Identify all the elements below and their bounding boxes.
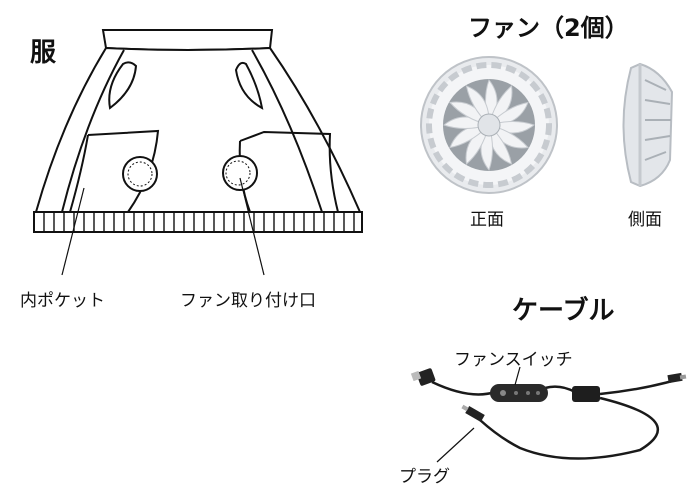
dc-plug [461,404,485,422]
cable-illustration [431,378,677,460]
fan-side-illustration [622,62,674,188]
fan-front-label: 正面 [470,210,504,230]
cable-end-plug [667,372,687,384]
fan-mount-right [222,155,258,191]
cable-title: ケーブル [512,296,615,326]
garment-illustration [33,29,363,233]
fan-title: ファン（2個） [468,14,629,42]
clothing-title: 服 [30,38,57,68]
plug-label: プラグ [399,467,450,487]
fan-front-illustration [420,56,558,194]
fan-side-label: 側面 [628,210,662,230]
usb-connector [410,368,436,386]
garment-hem [33,211,363,233]
cable-ferrite [572,386,600,402]
fan-switch-label: ファンスイッチ [454,350,573,370]
fan-switch-device [490,384,548,402]
inner-pocket-label: 内ポケット [20,291,105,311]
fan-mount-label: ファン取り付け口 [180,291,316,311]
